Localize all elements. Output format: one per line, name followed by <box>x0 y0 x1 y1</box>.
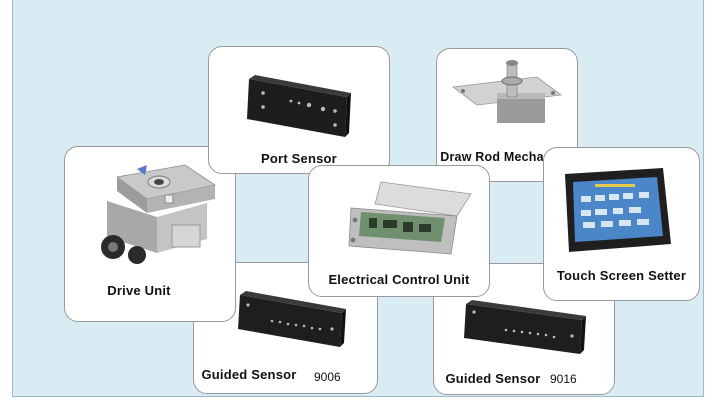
control-unit-image <box>348 181 472 255</box>
card-label: Drive Unit <box>107 283 171 298</box>
guided-sensor-image <box>464 300 586 354</box>
card-label: Touch Screen Setter <box>556 268 687 283</box>
card-drive-unit: Drive Unit <box>64 146 236 322</box>
card-touch-screen: Touch Screen Setter <box>543 147 700 301</box>
card-port-sensor: Port Sensor <box>208 46 390 174</box>
bottom-border <box>12 396 704 404</box>
card-label: Guided Sensor <box>201 367 297 382</box>
card-label: Draw Rod Mechanism <box>440 150 574 164</box>
card-label: Guided Sensor <box>445 371 541 386</box>
guided-sensor-image <box>238 291 346 347</box>
card-code: 9006 <box>314 370 341 384</box>
card-code: 9016 <box>550 372 577 386</box>
draw-rod-image <box>451 60 563 123</box>
touch-screen-image <box>565 168 671 252</box>
card-label: Electrical Control Unit <box>328 272 470 287</box>
card-electrical-control: Electrical Control Unit <box>308 165 490 297</box>
card-label: Port Sensor <box>261 151 337 166</box>
drive-unit-image <box>101 164 217 264</box>
port-sensor-image <box>247 75 351 137</box>
card-draw-rod: Draw Rod Mechanism <box>436 48 578 182</box>
